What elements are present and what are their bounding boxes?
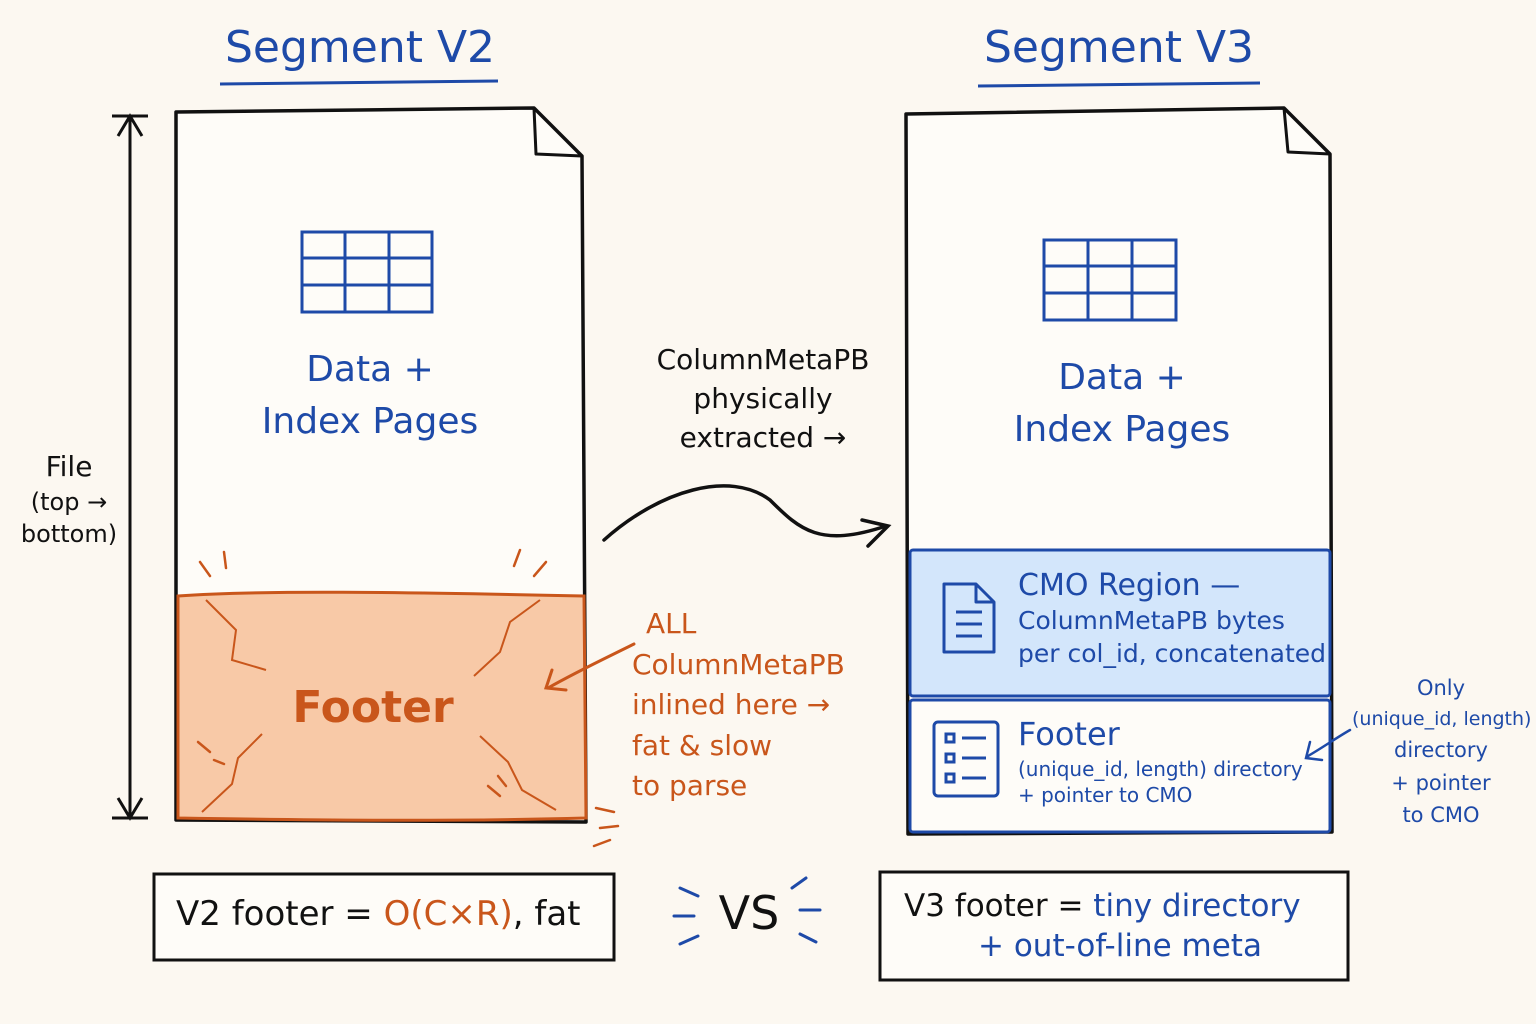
list-icon (932, 720, 1000, 798)
v3-summary-box (878, 870, 1350, 982)
v3-note-arrow (1304, 728, 1352, 762)
v2-footer-label: Footer (292, 682, 454, 733)
vs-emphasis-marks (672, 876, 822, 946)
v3-data-label: Data + Index Pages (1013, 357, 1231, 451)
v2-title: Segment V2 (224, 22, 496, 73)
v3-cmo-label: CMO Region — ColumnMetaPB bytes per col_… (1018, 568, 1327, 668)
transfer-arrow (602, 484, 892, 548)
vs-label: VS (718, 886, 780, 940)
file-axis-arrow (112, 113, 148, 821)
v2-footer-note: ALL ColumnMetaPB inlined here → fat & sl… (632, 607, 845, 803)
v2-title-underline (219, 79, 499, 86)
v3-footer-region (908, 698, 1332, 834)
v3-summary: V3 footer = tiny directory + out-of-line… (904, 888, 1301, 965)
file-axis-label: File (top → bottom) (20, 450, 118, 549)
v2-data-label: Data + Index Pages (261, 349, 479, 443)
v2-footer-region (176, 590, 588, 822)
v2-summary: V2 footer = O(C×R), fat (176, 894, 581, 934)
v3-table-grid-icon (1042, 238, 1178, 322)
v3-title-underline (977, 81, 1261, 88)
v3-title: Segment V3 (983, 22, 1255, 73)
v3-cmo-region (908, 548, 1332, 698)
v2-summary-box (152, 872, 616, 962)
v3-footer-note: Only (unique_id, length) directory + poi… (1352, 676, 1532, 828)
v2-table-grid-icon (300, 230, 434, 314)
v2-note-arrow (543, 642, 636, 692)
document-icon (942, 582, 996, 654)
v2-footer-burst-marks (196, 548, 620, 848)
v3-footer-label: Footer (unique_id, length) directory + p… (1018, 715, 1303, 807)
transfer-label: ColumnMetaPB physically extracted → (656, 343, 870, 455)
